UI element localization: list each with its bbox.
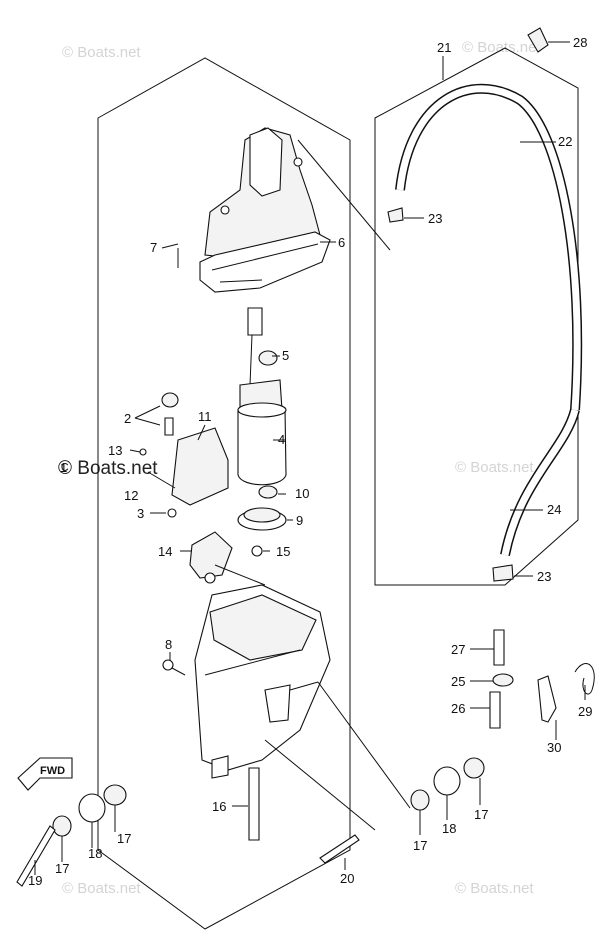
part-29-clip — [574, 663, 595, 695]
part-3-screw — [167, 508, 177, 518]
callout-8: 8 — [165, 637, 172, 652]
part-11-bracket — [171, 427, 229, 506]
part-16-pin — [248, 767, 260, 841]
pump-cover — [199, 127, 331, 293]
leader-lines — [34, 41, 586, 875]
callout-11: 11 — [198, 409, 212, 424]
watermark: © Boats.net — [455, 880, 534, 897]
callout-27: 27 — [451, 642, 465, 657]
fwd-label: FWD — [40, 765, 65, 777]
fwd-arrow-icon: FWD — [17, 757, 73, 791]
callout-25: 25 — [451, 674, 465, 689]
callout-10: 10 — [295, 486, 309, 501]
callout-23: 23 — [428, 211, 442, 226]
callout-19: 19 — [28, 873, 42, 888]
clamp-23-lower — [492, 564, 514, 582]
watermark: © Boats.net — [455, 459, 534, 476]
callout-13: 13 — [108, 443, 122, 458]
hose-22 — [395, 83, 583, 411]
part-15-screw — [251, 545, 263, 557]
part-5-grommet — [258, 350, 278, 366]
watermark: © Boats.net — [62, 44, 141, 61]
pump-assembly-frame — [97, 57, 351, 930]
callout-30: 30 — [547, 740, 561, 755]
callout-26: 26 — [451, 701, 465, 716]
part-10-ring — [258, 485, 278, 499]
part-8-screw — [162, 659, 186, 676]
fuel-pump — [237, 307, 287, 486]
part-2 — [161, 392, 179, 436]
watermark: © Boats.net — [58, 458, 158, 479]
callout-20: 20 — [340, 871, 354, 886]
part-9-holder — [237, 507, 287, 531]
callout-9: 9 — [296, 513, 303, 528]
callout-22: 22 — [558, 134, 572, 149]
part-25-clamp — [492, 673, 514, 687]
callout-4: 4 — [278, 432, 285, 447]
callout-18: 18 — [88, 846, 102, 861]
callout-15: 15 — [276, 544, 290, 559]
callout-1: 1 — [60, 460, 67, 475]
callout-18: 18 — [442, 821, 456, 836]
callout-17: 17 — [117, 831, 131, 846]
watermark: © Boats.net — [462, 39, 541, 56]
callout-14: 14 — [158, 544, 172, 559]
callout-21: 21 — [437, 40, 451, 55]
callout-3: 3 — [137, 506, 144, 521]
callout-2: 2 — [124, 411, 131, 426]
callout-16: 16 — [212, 799, 226, 814]
part-12-rod — [147, 471, 176, 489]
right-mount-parts — [319, 757, 485, 864]
left-mount-parts — [16, 784, 127, 887]
callout-24: 24 — [547, 502, 561, 517]
fuel-tank — [194, 584, 331, 779]
callout-29: 29 — [578, 704, 592, 719]
clamp-23-upper — [387, 207, 404, 223]
callout-5: 5 — [282, 348, 289, 363]
callout-7: 7 — [150, 240, 157, 255]
part-28-clip — [527, 27, 549, 53]
callout-17: 17 — [413, 838, 427, 853]
part-27-fitting — [493, 629, 505, 666]
hose-assembly-frame — [374, 47, 579, 586]
part-30-bracket — [537, 675, 557, 723]
part-13 — [139, 448, 147, 456]
callout-28: 28 — [573, 35, 587, 50]
callout-17: 17 — [474, 807, 488, 822]
part-26-hose — [489, 691, 501, 729]
callout-17: 17 — [55, 861, 69, 876]
callout-23: 23 — [537, 569, 551, 584]
callout-12: 12 — [124, 488, 138, 503]
part-14-sensor — [189, 531, 233, 584]
callout-6: 6 — [338, 235, 345, 250]
watermark: © Boats.net — [62, 880, 141, 897]
